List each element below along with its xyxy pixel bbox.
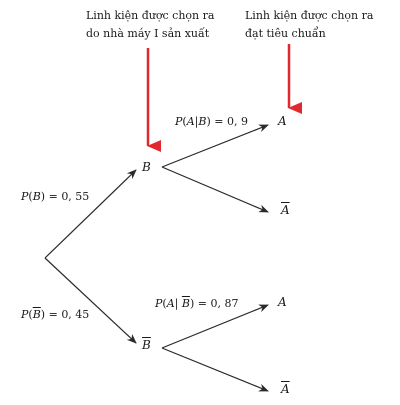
node-not-a-top: A — [281, 203, 290, 217]
p-a-given-not-b-arg2: B — [181, 297, 190, 310]
p-not-b-arg: B — [32, 308, 41, 321]
branch-b — [44, 169, 137, 259]
branch-b-a — [161, 124, 269, 168]
p-a-given-not-b-arg1: A — [166, 297, 175, 310]
branch-b-not-a — [161, 166, 269, 213]
p-b-arg: B — [32, 190, 41, 203]
p-not-b-value: 0, 45 — [61, 308, 90, 321]
label-p-a-given-not-b: P(A| B) = 0, 87 — [155, 297, 239, 310]
p-b-fn: P — [21, 190, 29, 203]
factory-annotation-line-1: Linh kiện được chọn ra — [86, 9, 215, 22]
node-not-a-bottom: A — [281, 382, 290, 396]
label-p-b: P(B) = 0, 55 — [21, 190, 90, 203]
factory-annotation-line-2: do nhà máy I sản xuất — [86, 27, 210, 40]
p-a-given-b-arg2: B — [198, 115, 207, 128]
label-p-not-b: P(B) = 0, 45 — [21, 308, 90, 321]
node-a-bottom: A — [278, 295, 287, 309]
p-a-given-b-value: 0, 9 — [226, 115, 248, 128]
label-p-a-given-b: P(A|B) = 0, 9 — [175, 115, 248, 128]
node-not-b: B — [142, 338, 151, 352]
standard-annotation-line-1: Linh kiện được chọn ra — [245, 9, 374, 22]
branch-not-b — [44, 257, 137, 344]
branch-not-b-not-a — [161, 347, 269, 392]
p-b-value: 0, 55 — [61, 190, 90, 203]
p-a-given-b-arg1: A — [186, 115, 195, 128]
p-not-b-fn: P — [21, 308, 29, 321]
standard-annotation: Linh kiện được chọn ra đạt tiêu chuẩn — [245, 7, 373, 43]
standard-annotation-line-2: đạt tiêu chuẩn — [245, 27, 326, 40]
branch-not-b-a — [161, 304, 269, 349]
p-a-given-not-b-value: 0, 87 — [210, 297, 239, 310]
p-a-given-not-b-fn: P — [155, 297, 163, 310]
node-a-top: A — [278, 114, 287, 128]
p-a-given-b-fn: P — [175, 115, 183, 128]
node-b: B — [142, 160, 151, 174]
factory-annotation: Linh kiện được chọn ra do nhà máy I sản … — [86, 7, 214, 43]
